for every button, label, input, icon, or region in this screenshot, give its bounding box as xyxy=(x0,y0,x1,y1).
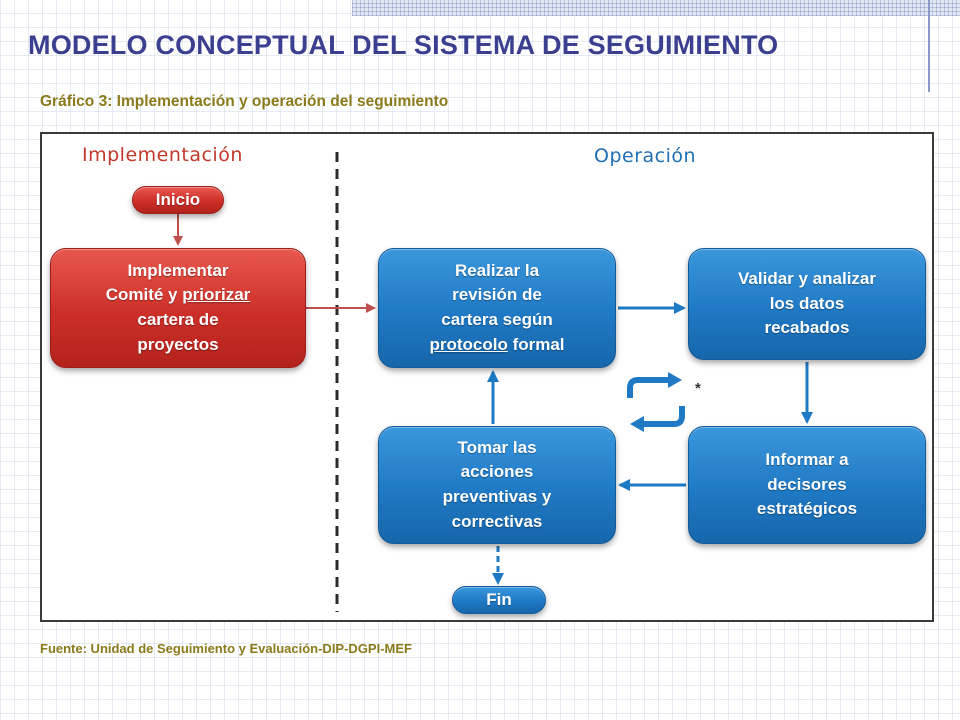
review-underlined-word: protocolo xyxy=(429,334,508,354)
validate-node-text: Validar y analizar los datos recabados xyxy=(738,269,876,338)
section-label-operation: Operación xyxy=(594,145,697,167)
cycle-refresh-icon xyxy=(627,372,685,432)
implement-line-2: Comité y priorizar xyxy=(106,283,251,308)
section-label-implementation: Implementación xyxy=(82,144,243,166)
validate-data-node: Validar y analizar los datos recabados xyxy=(688,248,926,360)
implement-line-2-text: Comité y xyxy=(105,285,183,305)
take-actions-node: Tomar las acciones preventivas y correct… xyxy=(378,426,616,544)
implement-underlined-word: priorizar xyxy=(182,285,251,305)
review-line-1: Realizar la xyxy=(454,260,540,280)
start-node: Inicio xyxy=(132,186,224,214)
review-line-4: protocolo formal xyxy=(429,333,564,358)
inform-decision-makers-node: Informar a decisores estratégicos xyxy=(688,426,926,544)
slide-title: MODELO CONCEPTUAL DEL SISTEMA DE SEGUIMI… xyxy=(28,30,779,60)
review-line-4-text: formal xyxy=(507,334,565,354)
implement-node-text: Implementar Comité y priorizar cartera d… xyxy=(106,259,251,358)
implement-line-1: Implementar xyxy=(127,260,229,280)
diagram-frame: Implementación Operación Inicio Implemen… xyxy=(40,132,934,622)
end-node: Fin xyxy=(452,586,546,614)
review-line-3: cartera según xyxy=(441,310,553,329)
decorative-top-bar xyxy=(352,0,960,16)
review-line-2: revisión de xyxy=(452,285,542,305)
figure-caption: Gráfico 3: Implementación y operación de… xyxy=(40,93,449,110)
start-node-label: Inicio xyxy=(155,189,201,209)
implement-committee-node: Implementar Comité y priorizar cartera d… xyxy=(50,248,306,368)
review-node-text: Realizar la revisión de cartera según pr… xyxy=(429,259,564,358)
cycle-asterisk: * xyxy=(695,380,701,397)
source-note: Fuente: Unidad de Seguimiento y Evaluaci… xyxy=(40,641,412,656)
implement-line-4: proyectos xyxy=(137,334,219,354)
inform-node-text: Informar a decisores estratégicos xyxy=(756,450,858,519)
diagram-connectors xyxy=(173,152,813,612)
actions-node-text: Tomar las acciones preventivas y correct… xyxy=(442,437,552,531)
portfolio-review-node: Realizar la revisión de cartera según pr… xyxy=(378,248,616,368)
implement-line-3: cartera de xyxy=(137,310,219,329)
end-node-label: Fin xyxy=(486,589,512,609)
decorative-vertical-line xyxy=(928,0,930,92)
